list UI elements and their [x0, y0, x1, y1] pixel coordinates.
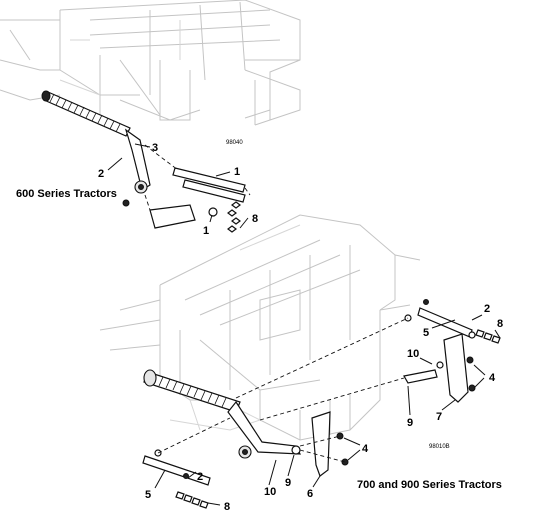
callout-9-right: 9 [407, 417, 413, 429]
callout-8-top: 8 [252, 213, 258, 225]
mount-bracket-right [259, 333, 476, 421]
lift-link-right [235, 299, 501, 399]
tractor-frame-700-900 [99, 214, 421, 441]
callout-10-center: 10 [264, 486, 276, 498]
lift-link-600 [144, 144, 251, 233]
spring-assembly-700-900 [143, 369, 301, 459]
lift-link-left [142, 417, 231, 509]
callout-8-right: 8 [497, 318, 503, 330]
callout-5-left: 5 [145, 489, 151, 501]
callouts-700-900: 2 5 8 10 4 7 9 4 6 9 10 2 5 8 [145, 303, 503, 513]
callout-2-top: 2 [98, 168, 104, 180]
caption-600-series: 600 Series Tractors [16, 188, 117, 200]
figure-code-bottom: 98010B [429, 444, 450, 450]
mount-bracket-center [299, 411, 349, 477]
callout-7: 7 [436, 411, 442, 423]
tractor-frame-600 [0, 0, 301, 141]
callout-2-left: 2 [197, 471, 203, 483]
callout-10-right: 10 [407, 348, 419, 360]
callout-8-left: 8 [224, 501, 230, 513]
callouts-600: 3 2 1 1 8 [98, 142, 258, 237]
callout-6: 6 [307, 488, 313, 500]
callout-4-right: 4 [489, 372, 496, 384]
figure-code-top: 98040 [226, 140, 243, 146]
callout-1-top-a: 1 [234, 166, 240, 178]
caption-700-900-series: 700 and 900 Series Tractors [357, 479, 502, 491]
spring-assembly-600 [41, 90, 196, 229]
callout-4-center: 4 [362, 443, 369, 455]
callout-9-center: 9 [285, 477, 291, 489]
callout-1-top-b: 1 [203, 225, 209, 237]
callout-2-right: 2 [484, 303, 490, 315]
callout-3-top: 3 [152, 142, 158, 154]
callout-5-right: 5 [423, 327, 429, 339]
